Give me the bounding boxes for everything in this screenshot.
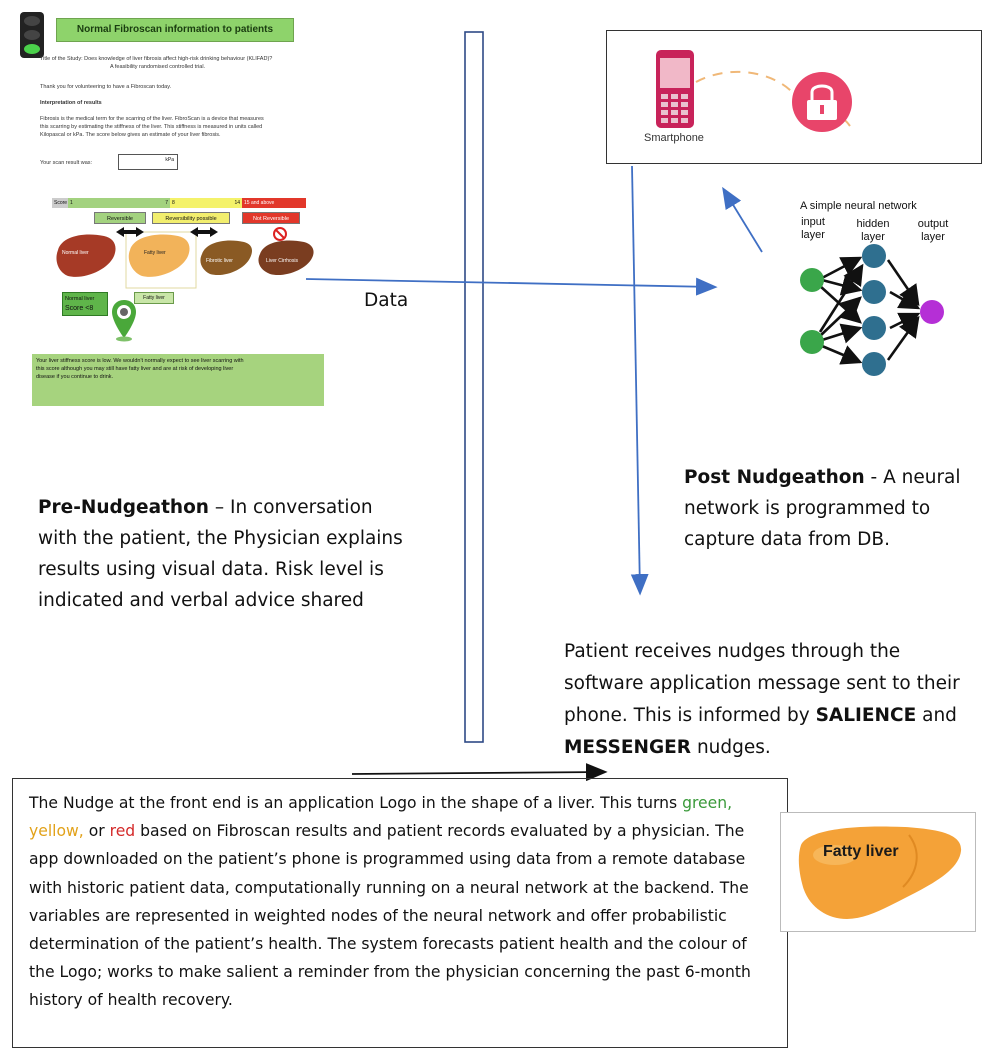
messenger-label: MESSENGER [564,737,692,758]
lock-icon [792,72,852,132]
scale-7: 7 [165,200,168,206]
neural-network-title: A simple neural network [800,200,917,212]
input-layer-line2: layer [801,229,825,241]
result-label: Your scan result was: [40,160,93,166]
fatty-liver-icon [128,234,190,277]
phone-lock-illustration [656,50,852,132]
footer-line-1: Your liver stiffness score is low. We wo… [36,358,244,364]
scale-yellow: 8 14 [170,198,242,208]
normal-liver-icon [56,234,116,277]
bottom-arrow [351,763,608,782]
interp-line-2: this scarring by estimating the stiffnes… [40,124,263,130]
fatty-liver-logo-icon [798,826,962,919]
pre-nudgeathon-text: Pre-Nudgeathon – In conversation with th… [38,492,408,616]
pre-nudgeathon-title: Pre-Nudgeathon [38,497,209,518]
interp-line-3: Kilopascal or kPa. The score below gives… [40,132,221,138]
word-green: green, [682,794,733,812]
interp-line-1: Fibrosis is the medical term for the sca… [40,116,264,122]
badge-not-reversible: Not Reversible [242,212,300,224]
liver-label-cirrhosis: Liver Cirrhosis [266,258,298,264]
scale-8: 8 [172,200,175,206]
badge-possible: Reversibility possible [152,212,230,224]
nudge-space-2: or [83,822,110,841]
nudge-text-part1: The Nudge at the front end is an applica… [29,794,683,812]
marker-normal: Normal liver Score <8 [62,292,108,316]
data-label: Data [364,290,409,311]
cirrhosis-liver-icon [258,240,314,276]
hidden-layer-line2: layer [861,231,885,243]
traffic-light-icon [20,12,44,58]
output-layer-label: output layer [908,218,958,244]
marker-fatty: Fatty liver [134,292,174,304]
nn-to-phone-arrow [722,186,763,253]
footer-line-3: disease if you continue to drink. [36,374,114,380]
word-yellow: yellow, [29,822,84,841]
badge-reversible: Reversible [94,212,146,224]
fibroscan-document: Normal Fibroscan information to patients… [14,8,338,418]
liver-label-normal: Normal liver [62,250,89,256]
hidden-layer-line1: hidden [856,218,890,230]
nudge-description-text: The Nudge at the front end is an applica… [29,789,771,1015]
map-pin-icon [112,300,136,342]
word-red: red [109,822,136,841]
data-arrow [305,277,718,296]
hidden-node [862,244,886,268]
scale-14: 14 [234,200,240,206]
hidden-node [862,316,886,340]
study-line-1: Title of the Study: Does knowledge of li… [40,56,273,62]
output-layer-line1: output [917,218,949,230]
hidden-node [862,280,886,304]
nudge-text-part2: based on Fibroscan results and patient r… [29,822,751,1010]
output-node [920,300,944,324]
scale-1: 1 [70,200,73,206]
nudge-description-box: The Nudge at the front end is an applica… [12,778,788,1048]
post-nudgeathon-title: Post Nudgeathon [684,467,865,488]
liver-stages-illustration [56,227,314,289]
study-line-2: A feasibility randomised controlled tria… [110,64,206,70]
document-title: Normal Fibroscan information to patients [56,18,294,42]
phone-down-arrow [630,165,649,596]
scale-score-label: Score [52,198,68,208]
receive-end: nudges. [691,737,771,758]
salience-label: SALIENCE [815,705,917,726]
hidden-node [862,352,886,376]
post-nudgeathon-body: - A neural network is programmed to capt… [684,467,961,550]
liver-label-fibrotic: Fibrotic liver [206,258,233,264]
interp-heading: Interpretation of results [40,100,102,106]
footer-line-2: this score although you may still have f… [36,366,234,372]
liver-label-fatty: Fatty liver [144,250,166,256]
marker-normal-line2: Score <8 [65,305,94,312]
marker-normal-line1: Normal liver [65,296,95,302]
patient-receives-text: Patient receives nudges through the soft… [564,636,984,764]
input-node [800,268,824,292]
output-layer-line2: layer [921,231,945,243]
no-entry-icon [273,227,287,241]
document-footer: Your liver stiffness score is low. We wo… [32,354,324,406]
smartphone-caption: Smartphone [644,132,704,144]
arrow-left-right-icon [116,227,144,237]
neural-network-diagram [800,244,944,376]
smartphone-icon [656,50,694,128]
result-unit: kPa [165,157,174,163]
pre-nudgeathon-body: – In conversation with the patient, the … [38,497,403,611]
fatty-liver-card: Fatty liver [780,812,976,932]
hidden-layer-label: hidden layer [848,218,898,244]
result-box: kPa [118,154,178,170]
receive-and: and [916,705,957,726]
fatty-liver-label: Fatty liver [823,843,899,860]
receive-body: Patient receives nudges through the soft… [564,641,960,726]
divider-bar [464,31,484,743]
thanks-line: Thank you for volunteering to have a Fib… [40,84,172,90]
input-layer-line1: input [801,216,825,228]
scale-green: 1 7 [68,198,170,208]
arrow-left-right-icon-2 [190,227,218,237]
fibrotic-liver-icon [200,240,252,276]
input-layer-label: input layer [790,216,836,242]
input-node [800,330,824,354]
score-scale: Score 1 7 8 14 15 and above [52,198,306,208]
scale-15: 15 and above [242,198,306,208]
post-nudgeathon-text: Post Nudgeathon - A neural network is pr… [684,462,974,555]
